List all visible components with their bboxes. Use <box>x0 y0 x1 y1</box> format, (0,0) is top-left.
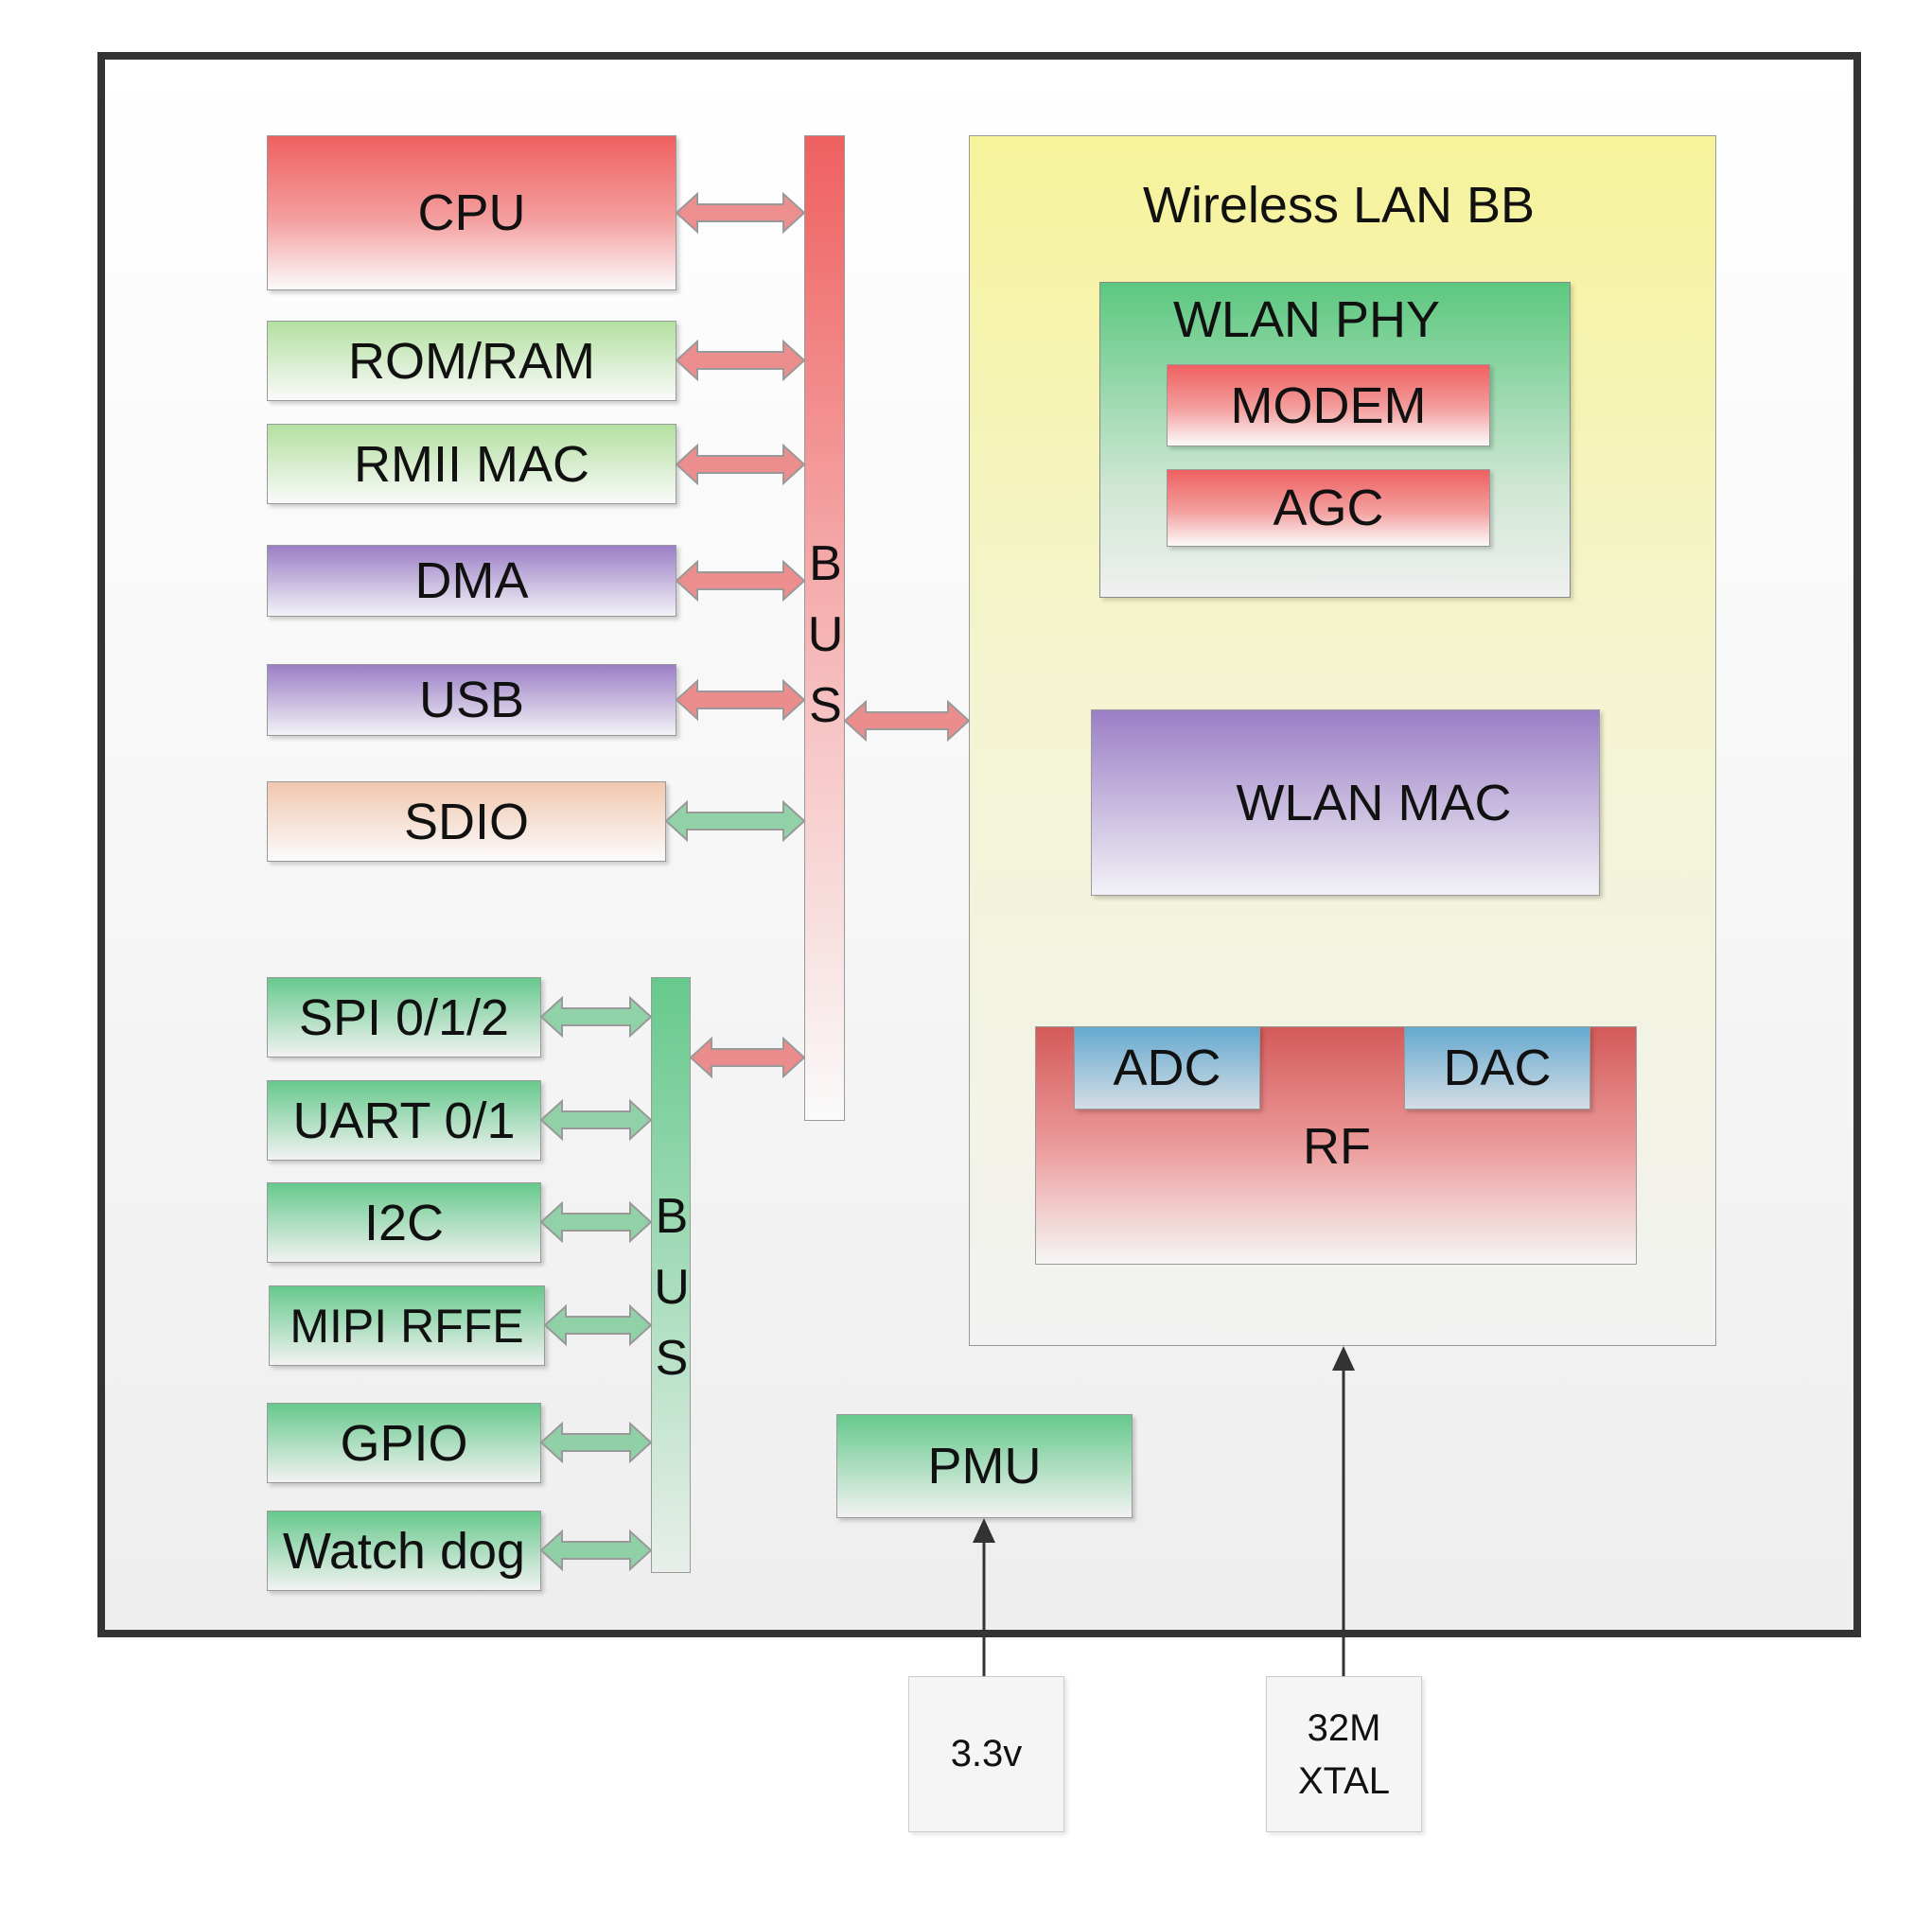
i2c-block[interactable]: I2C <box>267 1182 541 1263</box>
arrow-layer <box>539 191 1355 1676</box>
cpu-block[interactable]: CPU <box>267 135 676 290</box>
usb-bus-arrow <box>675 678 806 722</box>
dma-block[interactable]: DMA <box>267 545 676 617</box>
rmii-mac-label: RMII MAC <box>354 435 589 493</box>
main-bus-letter-b: B <box>809 536 842 591</box>
rmii-mac-bus-arrow <box>675 443 806 486</box>
cpu-label: CPU <box>417 184 526 241</box>
i2c-label: I2C <box>363 1194 445 1251</box>
main-bus-letter-s: S <box>809 678 842 733</box>
uart-bus-arrow <box>539 1098 653 1142</box>
peripheral-bus-letter-s: S <box>655 1331 689 1386</box>
xtal-to-wlan-arrow-head <box>1332 1346 1355 1371</box>
usb-label: USB <box>418 672 525 728</box>
cpu-bus-arrow <box>675 191 806 235</box>
adc-label: ADC <box>1113 1040 1221 1096</box>
rom-ram-bus-arrow <box>675 339 806 382</box>
peripheral-main-bus-arrow <box>689 1036 806 1079</box>
watchdog-bus-arrow <box>539 1529 653 1572</box>
bus-wlan-arrow <box>843 699 971 743</box>
dac-label: DAC <box>1443 1040 1552 1096</box>
main-bus-letter-u: U <box>807 607 844 662</box>
mipi-rffe-label: MIPI RFFE <box>290 1299 524 1353</box>
gpio-block[interactable]: GPIO <box>267 1403 541 1483</box>
pmu-block[interactable]: PMU <box>836 1414 1133 1518</box>
rom-ram-label: ROM/RAM <box>348 332 595 390</box>
uart-label: UART 0/1 <box>292 1092 516 1149</box>
agc-block[interactable]: AGC <box>1167 469 1490 547</box>
dma-label: DMA <box>414 552 529 609</box>
xtal-input-box: 32M XTAL <box>1266 1676 1422 1832</box>
watchdog-label: Watch dog <box>282 1522 526 1580</box>
spi-bus-arrow <box>539 995 653 1039</box>
main-bus: B U S <box>804 135 845 1121</box>
spi-label: SPI 0/1/2 <box>298 988 510 1046</box>
sdio-block[interactable]: SDIO <box>267 781 666 862</box>
sdio-bus-arrow <box>664 799 806 843</box>
xtal-label-line2: XTAL <box>1297 1759 1391 1802</box>
agc-label: AGC <box>1273 480 1384 536</box>
power-to-pmu-arrow-head <box>973 1518 995 1543</box>
wireless-lan-bb-title: Wireless LAN BB <box>1142 177 1536 234</box>
spi-block[interactable]: SPI 0/1/2 <box>267 977 541 1058</box>
xtal-label-line1: 32M <box>1307 1706 1381 1749</box>
wlan-mac-block[interactable]: WLAN MAC <box>1091 709 1600 896</box>
power-input-label: 3.3v <box>950 1733 1023 1774</box>
peripheral-bus-label: B U S <box>652 1181 692 1394</box>
uart-block[interactable]: UART 0/1 <box>267 1080 541 1161</box>
wlan-mac-label: WLAN MAC <box>1236 774 1512 831</box>
rf-label: RF <box>1303 1118 1371 1175</box>
mipi-rffe-block[interactable]: MIPI RFFE <box>269 1285 545 1366</box>
sdio-label: SDIO <box>403 793 530 850</box>
adc-block[interactable]: ADC <box>1074 1026 1260 1110</box>
peripheral-bus: B U S <box>651 977 691 1573</box>
dma-bus-arrow <box>675 559 806 603</box>
pmu-label: PMU <box>927 1438 1042 1495</box>
mipi-bus-arrow <box>543 1303 653 1347</box>
watchdog-block[interactable]: Watch dog <box>267 1511 541 1591</box>
peripheral-bus-letter-u: U <box>654 1260 690 1315</box>
gpio-bus-arrow <box>539 1421 653 1464</box>
modem-label: MODEM <box>1230 376 1427 434</box>
wlan-phy-title: WLAN PHY <box>1172 291 1441 348</box>
main-bus-label: B U S <box>805 529 846 742</box>
i2c-bus-arrow <box>539 1200 653 1244</box>
dac-block[interactable]: DAC <box>1404 1026 1590 1110</box>
gpio-label: GPIO <box>340 1414 468 1472</box>
modem-block[interactable]: MODEM <box>1167 364 1490 446</box>
rom-ram-block[interactable]: ROM/RAM <box>267 321 676 401</box>
power-input-box: 3.3v <box>908 1676 1064 1832</box>
rmii-mac-block[interactable]: RMII MAC <box>267 424 676 504</box>
usb-block[interactable]: USB <box>267 664 676 736</box>
peripheral-bus-letter-b: B <box>655 1189 689 1244</box>
